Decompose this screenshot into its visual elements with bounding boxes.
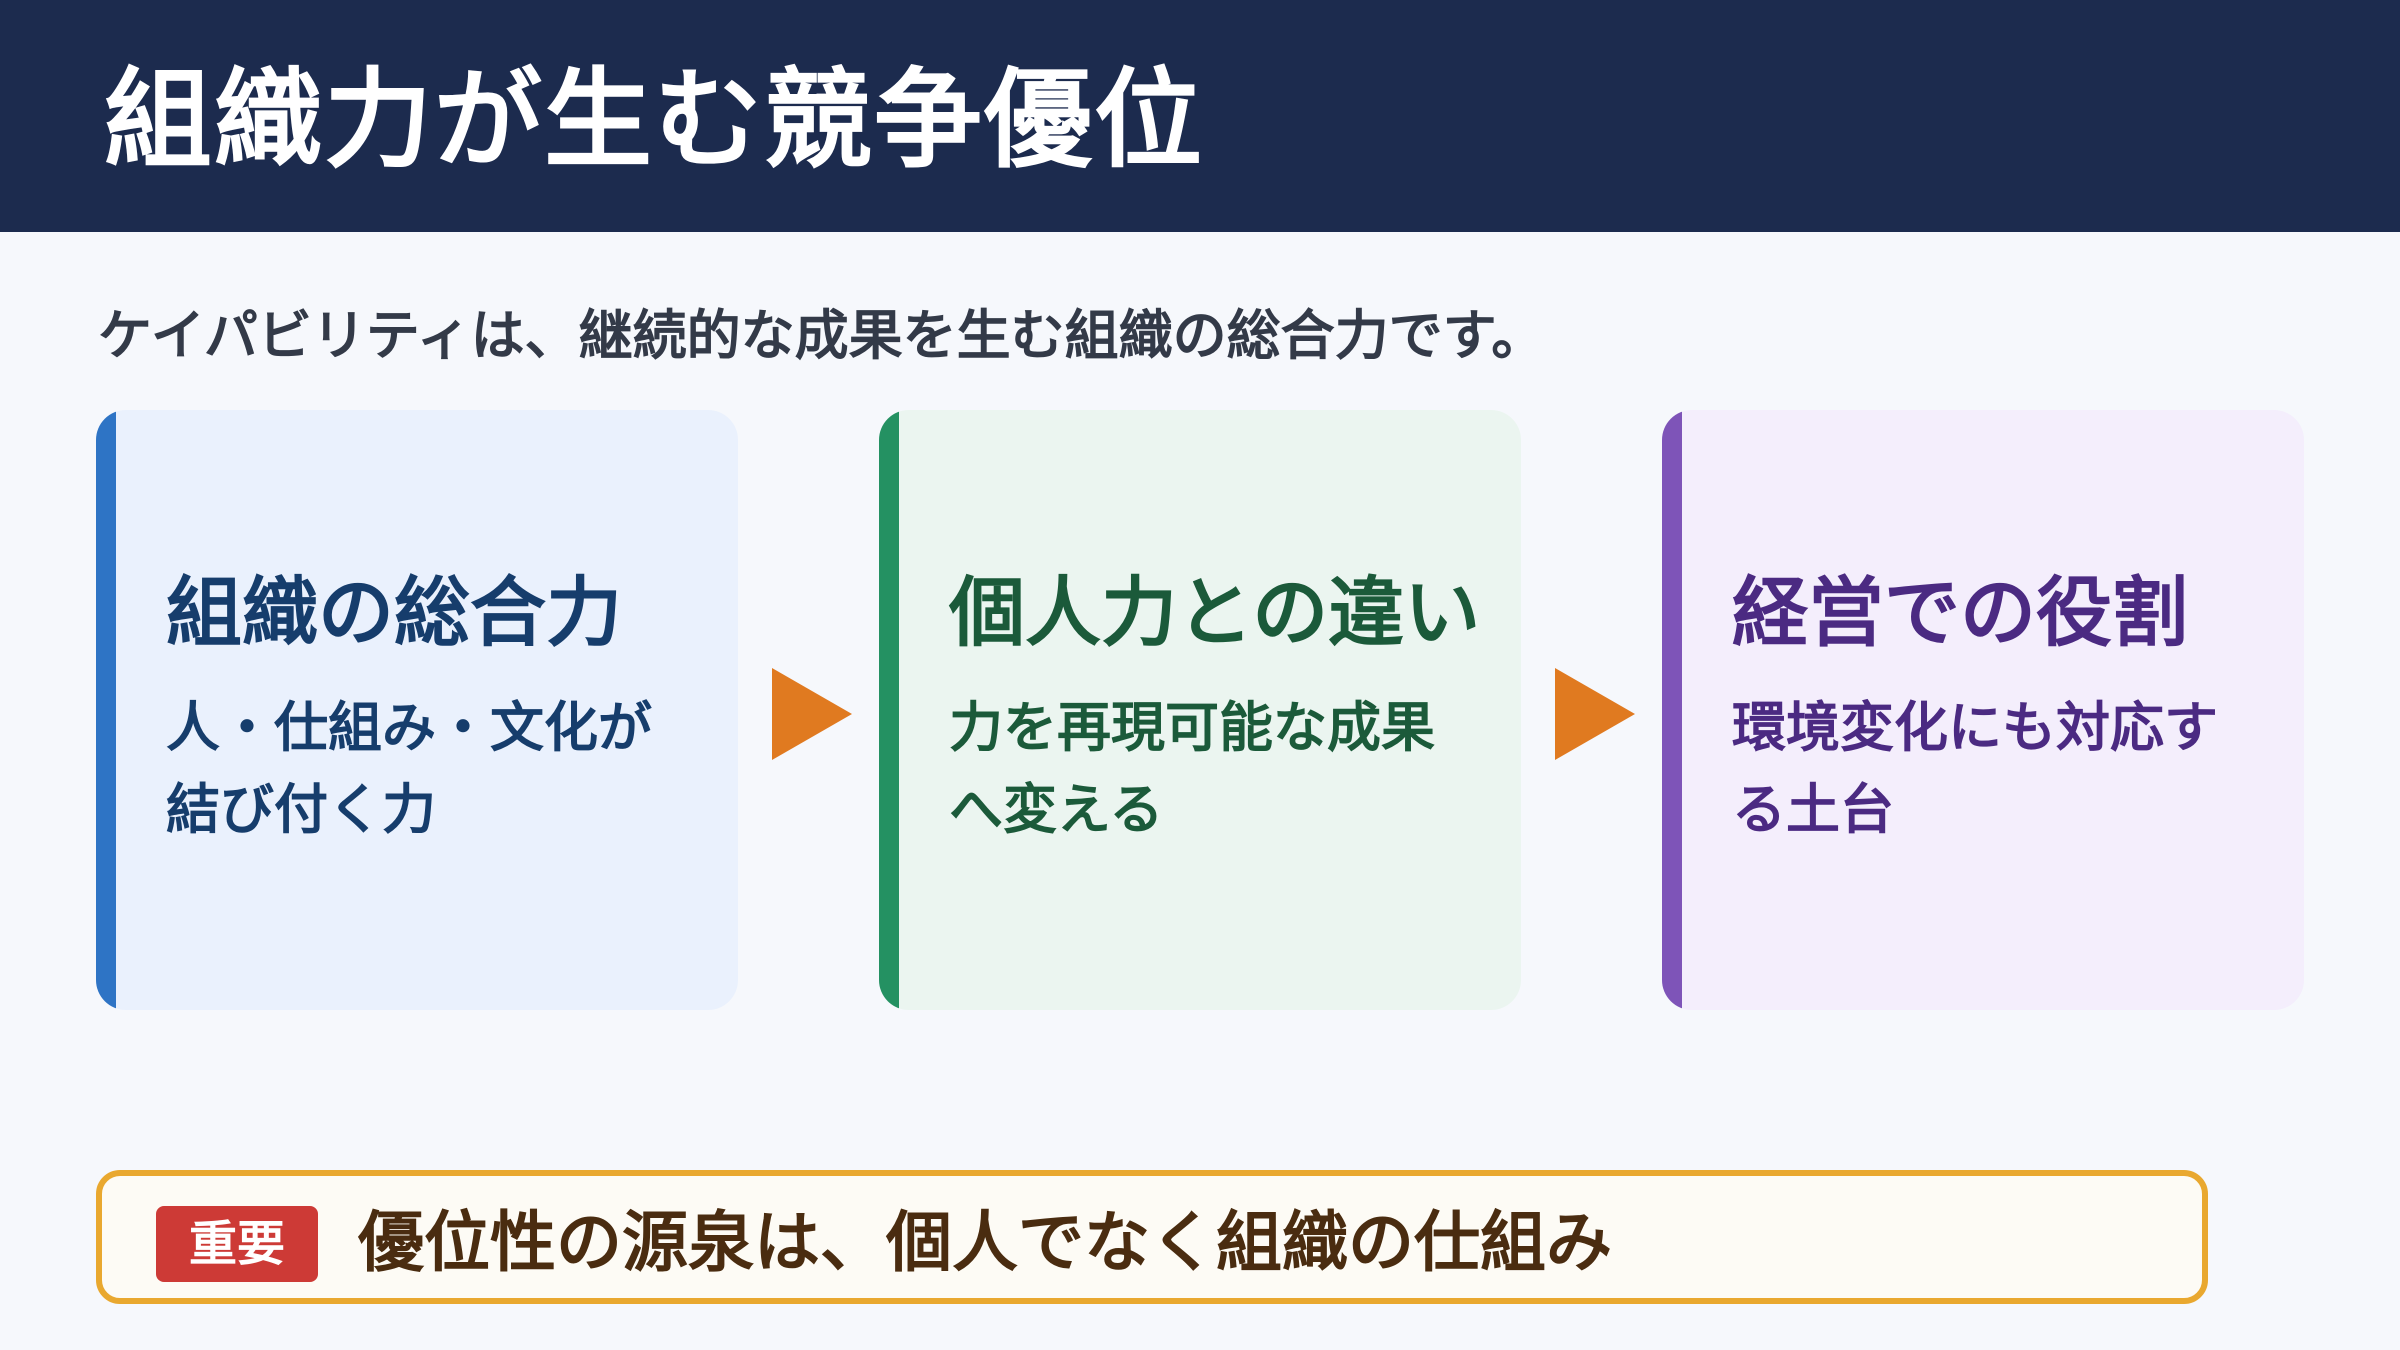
important-badge: 重要 (156, 1206, 318, 1282)
right-arrow-icon (772, 668, 852, 760)
header-banner: 組織力が生む競争優位 (0, 0, 2400, 232)
card-body: 人・仕組み・文化が結び付く力 (166, 696, 652, 841)
card-content: 個人力との違い 力を再現可能な成果へ変える (949, 410, 1481, 1010)
subtitle: ケイパビリティは、継続的な成果を生む組織の総合力です。 (98, 304, 1546, 367)
card-accent-bar (96, 410, 116, 1010)
key-point-callout: 重要 優位性の源泉は、個人でなく組織の仕組み (96, 1170, 2208, 1304)
right-arrow-icon (1555, 668, 1635, 760)
card-title: 組織の総合力 (166, 568, 622, 657)
page-title: 組織力が生む競争優位 (104, 58, 1205, 183)
card-body: 環境変化にも対応する土台 (1732, 696, 2218, 841)
card-organizational-capability: 組織の総合力 人・仕組み・文化が結び付く力 (96, 410, 738, 1010)
card-content: 経営での役割 環境変化にも対応する土台 (1732, 410, 2264, 1010)
card-title: 個人力との違い (949, 568, 1481, 657)
card-difference-from-individual: 個人力との違い 力を再現可能な成果へ変える (879, 410, 1521, 1010)
callout-text: 優位性の源泉は、個人でなく組織の仕組み (358, 1204, 1612, 1281)
card-accent-bar (1662, 410, 1682, 1010)
card-content: 組織の総合力 人・仕組み・文化が結び付く力 (166, 410, 698, 1010)
card-management-role: 経営での役割 環境変化にも対応する土台 (1662, 410, 2304, 1010)
card-body: 力を再現可能な成果へ変える (949, 696, 1435, 841)
card-title: 経営での役割 (1732, 568, 2188, 657)
card-accent-bar (879, 410, 899, 1010)
